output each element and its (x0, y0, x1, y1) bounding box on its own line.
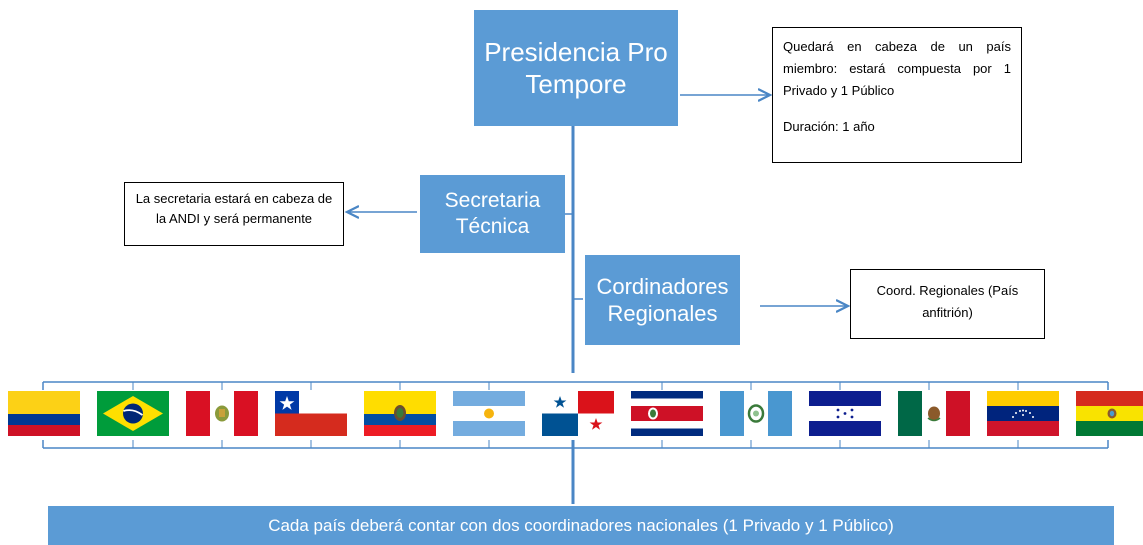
presidency-note: Quedará en cabeza de un país miembro: es… (772, 27, 1022, 163)
costa-rica-flag (631, 391, 703, 436)
venezuela-flag (987, 391, 1059, 436)
mexico-flag (898, 391, 970, 436)
presidency-line1: Presidencia Pro (484, 36, 668, 67)
coordinators-note-line2: anfitrión) (922, 305, 973, 320)
panama-flag (542, 391, 614, 436)
coordinators-note: Coord. Regionales (País anfitrión) (850, 269, 1045, 339)
coordinators-box: Cordinadores Regionales (585, 255, 740, 345)
peru-flag (186, 391, 258, 436)
bottom-banner-text: Cada país deberá contar con dos coordina… (268, 515, 894, 535)
secretariat-line1: Secretaria (444, 188, 541, 212)
presidency-line2: Tempore (525, 69, 627, 99)
ecuador-flag (364, 391, 436, 436)
secretariat-line2: Técnica (455, 215, 530, 238)
coordinators-line2: Regionales (607, 301, 718, 326)
chile-flag (275, 391, 347, 436)
colombia-flag (8, 391, 80, 436)
guatemala-flag (720, 391, 792, 436)
secretariat-note-text: La secretaria estará en cabeza de la AND… (135, 191, 333, 226)
brazil-flag (97, 391, 169, 436)
presidency-duration-text: Duración: 1 año (783, 119, 875, 134)
presidency-note-text: Quedará en cabeza de un país miembro: es… (783, 39, 1011, 98)
coordinators-line1: Cordinadores (596, 273, 729, 299)
secretariat-note: La secretaria estará en cabeza de la AND… (124, 182, 344, 246)
argentina-flag (453, 391, 525, 436)
presidency-box: Presidencia Pro Tempore (474, 10, 678, 126)
bolivia-flag (1076, 391, 1143, 436)
bottom-banner: Cada país deberá contar con dos coordina… (48, 506, 1114, 545)
secretariat-box: Secretaria Técnica (420, 175, 565, 253)
honduras-flag (809, 391, 881, 436)
coordinators-note-line1: Coord. Regionales (País (876, 283, 1019, 298)
